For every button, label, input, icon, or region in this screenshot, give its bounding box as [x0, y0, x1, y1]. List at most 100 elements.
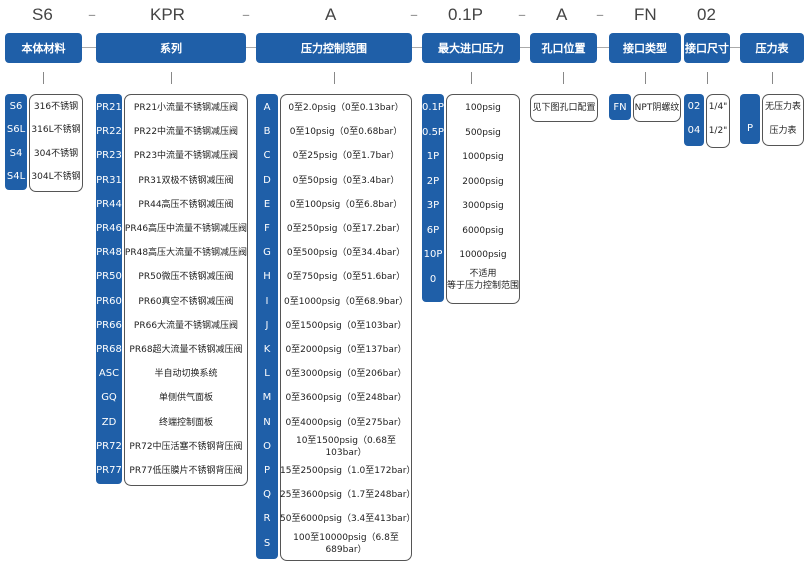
series-label: PR31双极不锈钢减压阀 — [138, 175, 234, 186]
pressure-label: 0至10psig（0至0.68bar） — [289, 127, 403, 138]
pressure-label: 0至750psig（0至51.6bar） — [286, 272, 406, 283]
pressure-code-bar — [256, 94, 278, 559]
connector — [520, 47, 530, 48]
material-label: 316L不锈钢 — [31, 125, 81, 135]
code-port-type: FN — [634, 5, 657, 24]
series-code: PR31 — [96, 174, 122, 186]
header-series: 系列 — [96, 33, 246, 63]
pressure-code: A — [263, 102, 271, 114]
series-label: PR46高压中流量不锈钢减压阀 — [124, 224, 248, 235]
code-series: KPR — [150, 5, 185, 24]
pressure-code: Q — [263, 489, 271, 501]
header-gauge: 压力表 — [740, 33, 804, 63]
port-size-code-bar — [684, 94, 704, 146]
dash: – — [596, 5, 604, 24]
series-code: ZD — [101, 416, 117, 428]
connector — [82, 47, 96, 48]
series-label: PR21小流量不锈钢减压阀 — [133, 103, 239, 114]
pressure-code: F — [264, 223, 270, 235]
series-code: PR72 — [96, 440, 122, 452]
pressure-code: B — [263, 126, 271, 138]
gauge-label: 无压力表 — [764, 102, 801, 112]
port-type-label-box — [633, 94, 681, 122]
pressure-label: 25至3600psig（1.7至248bar） — [280, 490, 416, 501]
material-code: S4L — [6, 171, 26, 182]
series-code: ASC — [98, 368, 120, 380]
material-code-bar — [5, 94, 27, 190]
inlet-code: 0.1P — [422, 102, 444, 114]
inlet-code: 0 — [429, 273, 437, 285]
pressure-label: 15至2500psig（1.0至172bar） — [280, 466, 416, 477]
material-code: S6 — [9, 101, 23, 112]
inlet-code: 1P — [426, 151, 440, 163]
dash: – — [518, 5, 526, 24]
series-label: PR44高压不锈钢减压阀 — [138, 199, 234, 210]
connector — [730, 47, 740, 48]
code-port-position: A — [556, 5, 568, 24]
pressure-label: 0至500psig（0至34.4bar） — [286, 248, 406, 259]
tick — [707, 72, 708, 84]
inlet-label: 2000psig — [462, 176, 504, 187]
code-pressure: A — [325, 5, 337, 24]
port-position-box — [530, 94, 598, 122]
series-code: GQ — [101, 392, 117, 404]
tick — [563, 72, 564, 84]
series-label: 单侧供气面板 — [158, 393, 213, 404]
port-position-label: 见下图孔口配置 — [532, 103, 596, 113]
dash: – — [88, 5, 96, 24]
pressure-code: C — [263, 150, 271, 162]
material-label: 304L不锈钢 — [31, 172, 81, 182]
port-type-label: NPT阴螺纹 — [634, 103, 680, 113]
series-code: PR46 — [96, 223, 122, 235]
series-label: PR66大流量不锈钢减压阀 — [133, 320, 239, 331]
pressure-label: 10至1500psig（0.68至103bar） — [295, 435, 396, 458]
material-label-box — [29, 94, 83, 192]
inlet-label: 10000psig — [459, 250, 507, 261]
header-port-position: 孔口位置 — [530, 33, 597, 63]
port-size-label: 1/2" — [708, 126, 728, 136]
dash: – — [410, 5, 418, 24]
inlet-label: 500psig — [465, 127, 501, 138]
port-size-label: 1/4" — [708, 102, 728, 112]
series-code: PR60 — [96, 295, 122, 307]
pressure-label: 50至6000psig（3.4至413bar） — [280, 514, 416, 525]
connector — [246, 47, 256, 48]
pressure-code: H — [263, 271, 271, 283]
series-label: 半自动切换系统 — [154, 369, 218, 380]
header-inlet: 最大进口压力 — [422, 33, 520, 63]
inlet-label: 3000psig — [462, 201, 504, 212]
series-code-bar — [96, 94, 122, 484]
port-size-label-box — [706, 94, 730, 148]
inlet-label-box — [446, 94, 520, 304]
gauge-code: P — [746, 123, 754, 134]
series-code: PR44 — [96, 198, 122, 210]
pressure-label-box — [280, 94, 412, 561]
pressure-label: 0至1000psig（0至68.9bar） — [284, 296, 408, 307]
pressure-label: 0至1500psig（0至103bar） — [285, 320, 407, 331]
tick — [772, 72, 773, 84]
connector — [412, 47, 422, 48]
pressure-label: 0至3600psig（0至248bar） — [285, 393, 407, 404]
pressure-label: 0至3000psig（0至206bar） — [285, 369, 407, 380]
material-label: 304不锈钢 — [33, 149, 79, 159]
tick — [645, 72, 646, 84]
pressure-code: O — [263, 440, 271, 452]
pressure-label: 0至4000psig（0至275bar） — [285, 417, 407, 428]
dash: – — [242, 5, 250, 24]
gauge-label: 压力表 — [769, 126, 797, 136]
pressure-code: J — [265, 319, 269, 331]
pressure-label: 0至250psig（0至17.2bar） — [286, 224, 406, 235]
series-code: PR66 — [96, 319, 122, 331]
series-label: PR77低压膜片不锈钢背压阀 — [129, 466, 243, 477]
inlet-label: 不适用 等于压力控制范围 — [446, 268, 519, 291]
pressure-code: L — [264, 368, 270, 380]
series-label-box — [124, 94, 248, 486]
pressure-code: K — [263, 344, 271, 356]
pressure-label: 0至2000psig（0至137bar） — [285, 345, 407, 356]
series-label: 终端控制面板 — [158, 417, 213, 428]
header-material: 本体材料 — [5, 33, 82, 63]
header-port-size: 接口尺寸 — [684, 33, 730, 63]
inlet-label: 1000psig — [462, 152, 504, 163]
series-code: PR23 — [96, 150, 122, 162]
pressure-label: 100至10000psig（6.8至689bar） — [293, 532, 399, 555]
